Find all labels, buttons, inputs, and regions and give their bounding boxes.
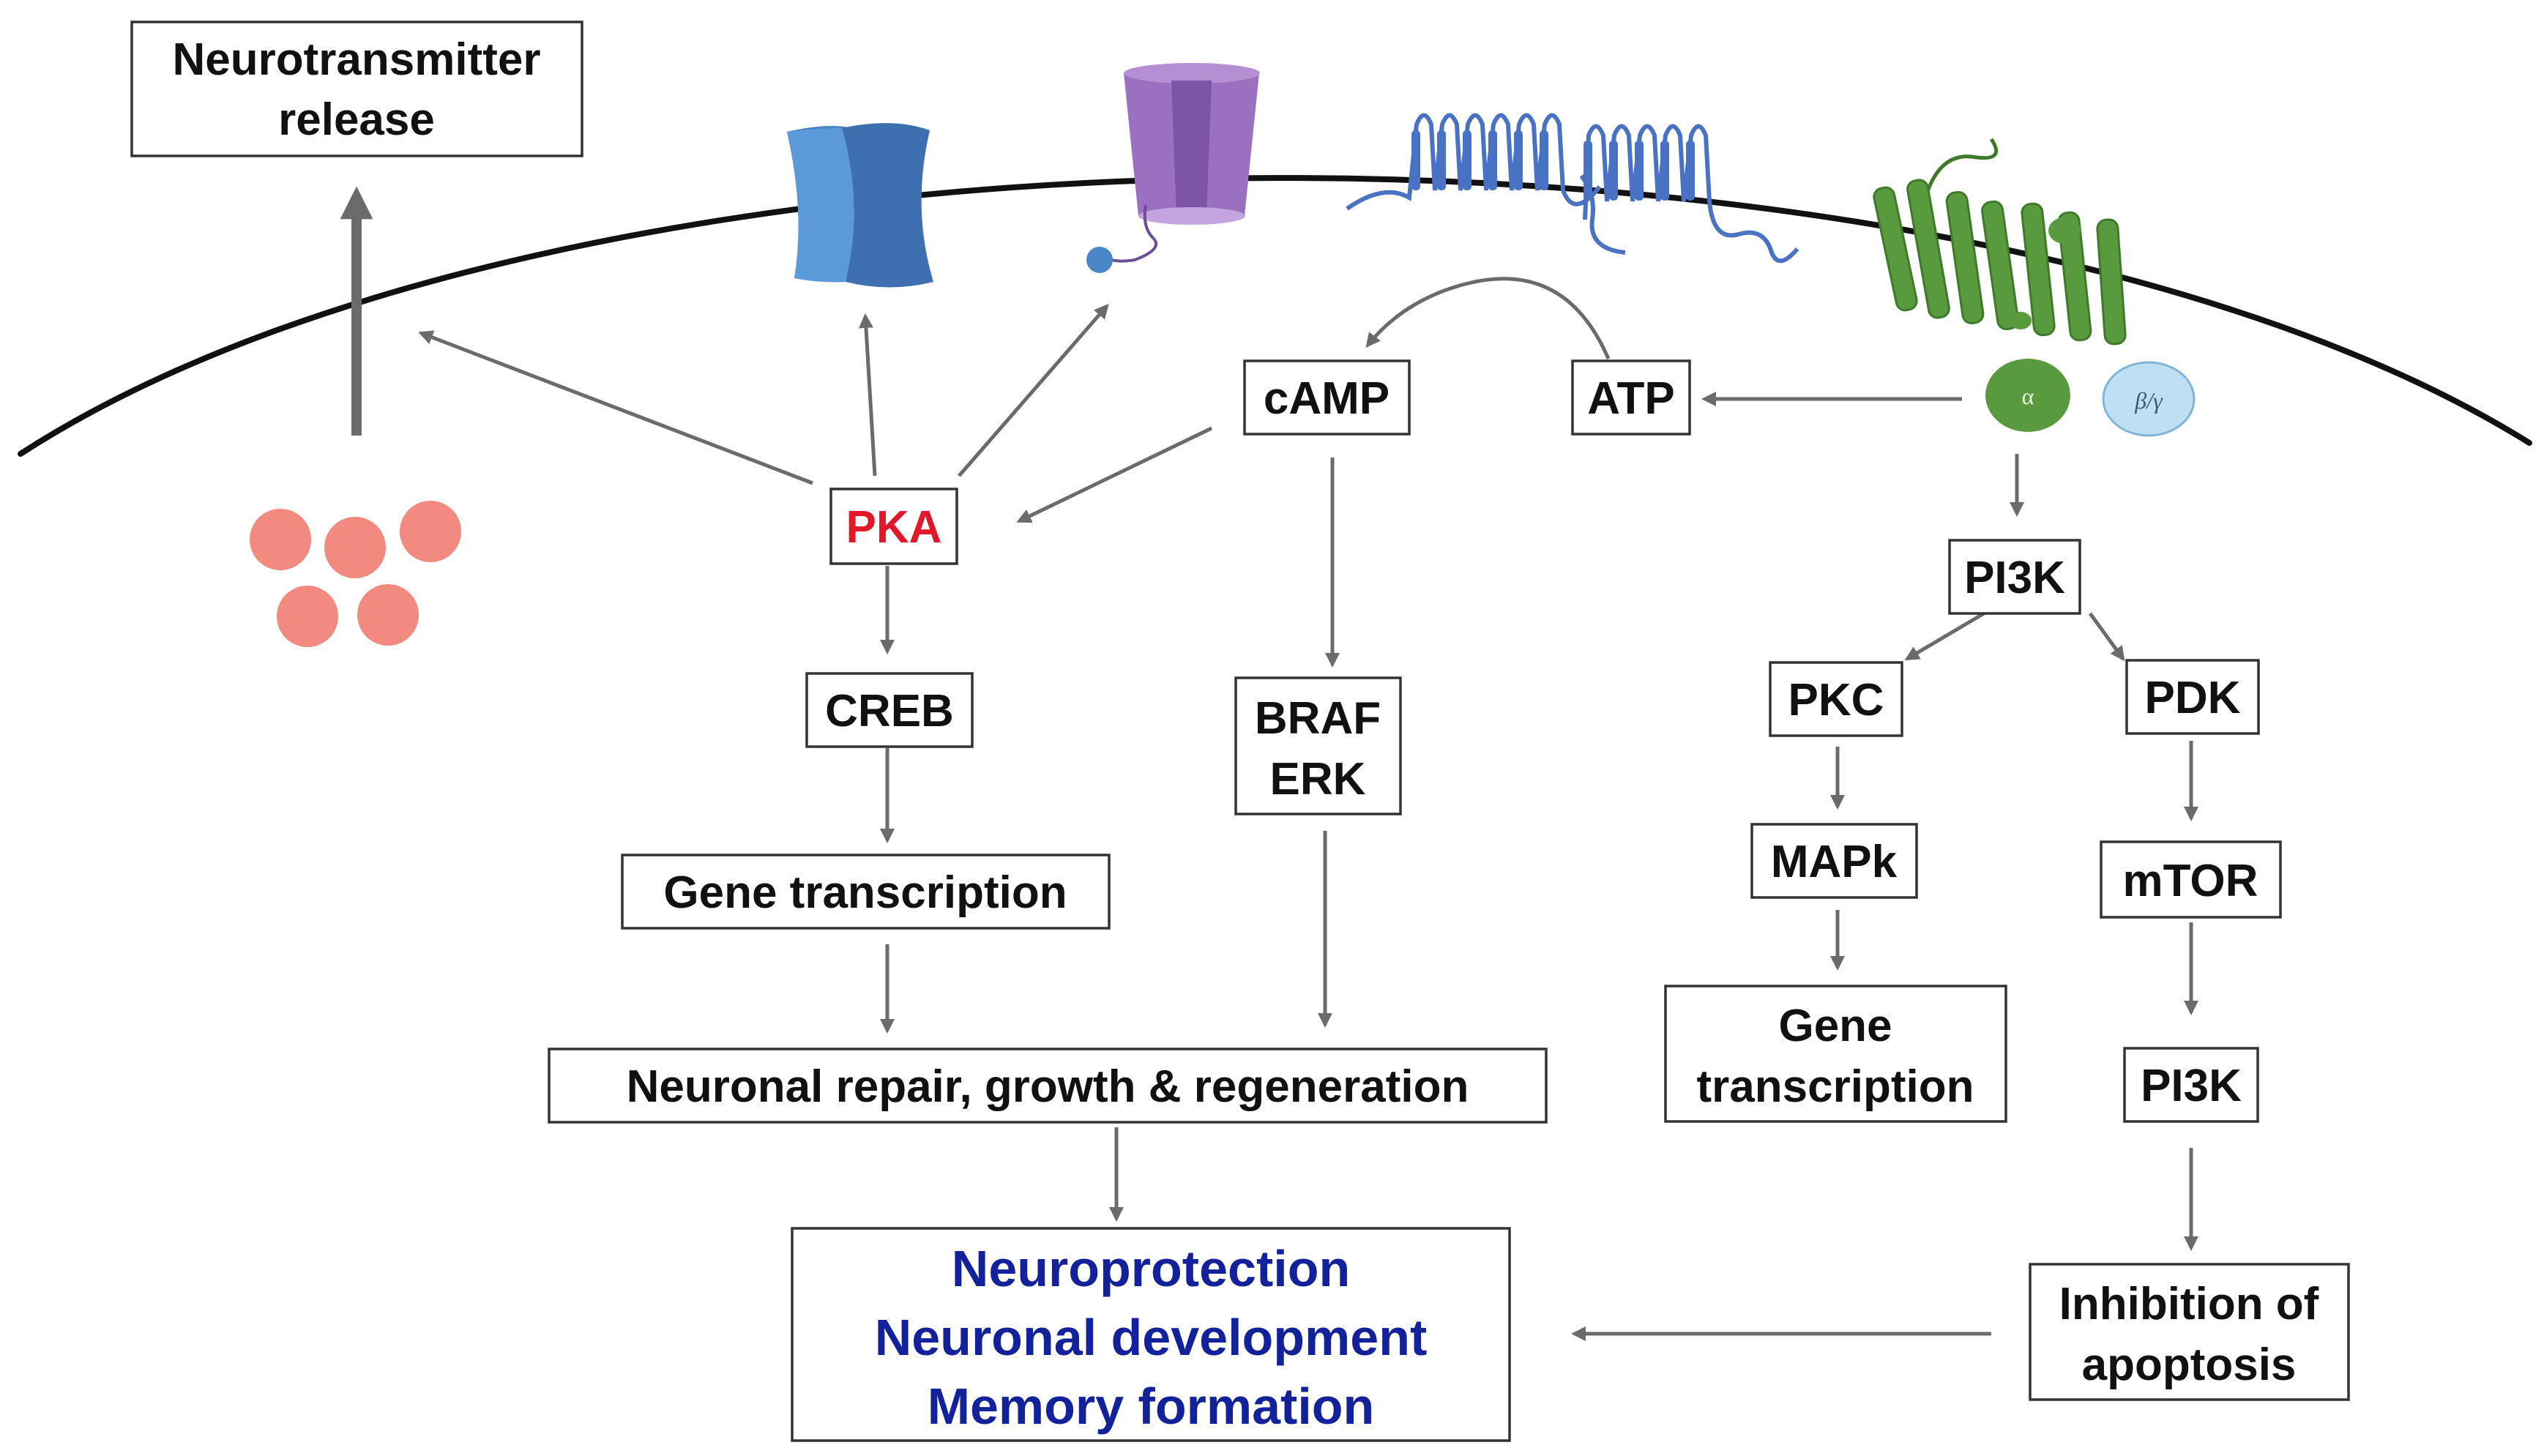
neurotransmitter-release-label-line1: Neurotransmitter (173, 34, 541, 85)
neurotransmitter-vesicles-icon (250, 501, 461, 647)
gene-transcription-left-box: Gene transcription (621, 854, 1111, 930)
pka-box: PKA (829, 488, 958, 565)
pi3k-bottom-label: PI3K (2141, 1061, 2242, 1111)
braf-erk-box: BRAF ERK (1234, 676, 1402, 815)
pkc-label: PKC (1788, 675, 1884, 725)
inhibition-of-apoptosis-box: Inhibition of apoptosis (2029, 1263, 2350, 1401)
neuronal-repair-label: Neuronal repair, growth & regeneration (627, 1061, 1469, 1112)
mtor-label: mTOR (2123, 856, 2258, 906)
gene-transcription-left-label: Gene transcription (663, 867, 1067, 918)
outcome-neuroprotection: Neuroprotection (952, 1240, 1350, 1297)
g-protein-alpha-icon: α (1985, 359, 2070, 432)
neuronal-repair-box: Neuronal repair, growth & regeneration (548, 1048, 1548, 1124)
pi3k-top-box: PI3K (1948, 539, 2081, 615)
receptor-helices (1411, 130, 1695, 201)
inhibition-label-line1: Inhibition of (2059, 1279, 2319, 1329)
gene-transcription-right-box: Gene transcription (1664, 985, 2007, 1123)
gene-transcription-right-line2: transcription (1697, 1061, 1974, 1112)
outcome-neuronal-development: Neuronal development (875, 1309, 1428, 1366)
ligand-gated-channel-icon (1086, 63, 1260, 273)
atp-box: ATP (1571, 359, 1691, 436)
cell-membrane (18, 175, 2532, 457)
outcomes-box: Neuroprotection Neuronal development Mem… (791, 1227, 1511, 1442)
creb-label: CREB (825, 686, 954, 736)
braf-label: BRAF (1255, 693, 1381, 744)
mtor-box: mTOR (2100, 840, 2282, 919)
pka-label: PKA (846, 502, 942, 553)
pkc-box: PKC (1769, 661, 1903, 737)
mapk-label: MAPk (1771, 837, 1898, 887)
gene-transcription-right-line1: Gene (1778, 1001, 1892, 1051)
outcome-memory-formation: Memory formation (928, 1378, 1375, 1435)
mapk-box: MAPk (1750, 823, 1918, 899)
pdk-label: PDK (2145, 673, 2241, 723)
pdk-box: PDK (2125, 659, 2260, 735)
ion-channel-icon (787, 123, 933, 288)
g-beta-gamma-label: β/γ (2134, 387, 2163, 414)
pi3k-top-label: PI3K (1964, 553, 2065, 603)
camp-label: cAMP (1264, 373, 1389, 424)
inhibition-label-line2: apoptosis (2082, 1340, 2297, 1390)
pi3k-bottom-box: PI3K (2123, 1047, 2259, 1123)
creb-box: CREB (805, 672, 974, 748)
neurotransmitter-release-box: Neurotransmitter release (130, 20, 583, 157)
gpcr-icon (1873, 138, 2127, 346)
atp-label: ATP (1587, 373, 1674, 424)
arrows (340, 186, 2198, 1341)
g-protein-beta-gamma-icon: β/γ (2102, 361, 2196, 437)
neurotransmitter-release-label-line2: release (278, 94, 435, 145)
erk-label: ERK (1270, 754, 1366, 804)
camp-box: cAMP (1243, 359, 1411, 436)
g-alpha-label: α (2022, 383, 2034, 409)
